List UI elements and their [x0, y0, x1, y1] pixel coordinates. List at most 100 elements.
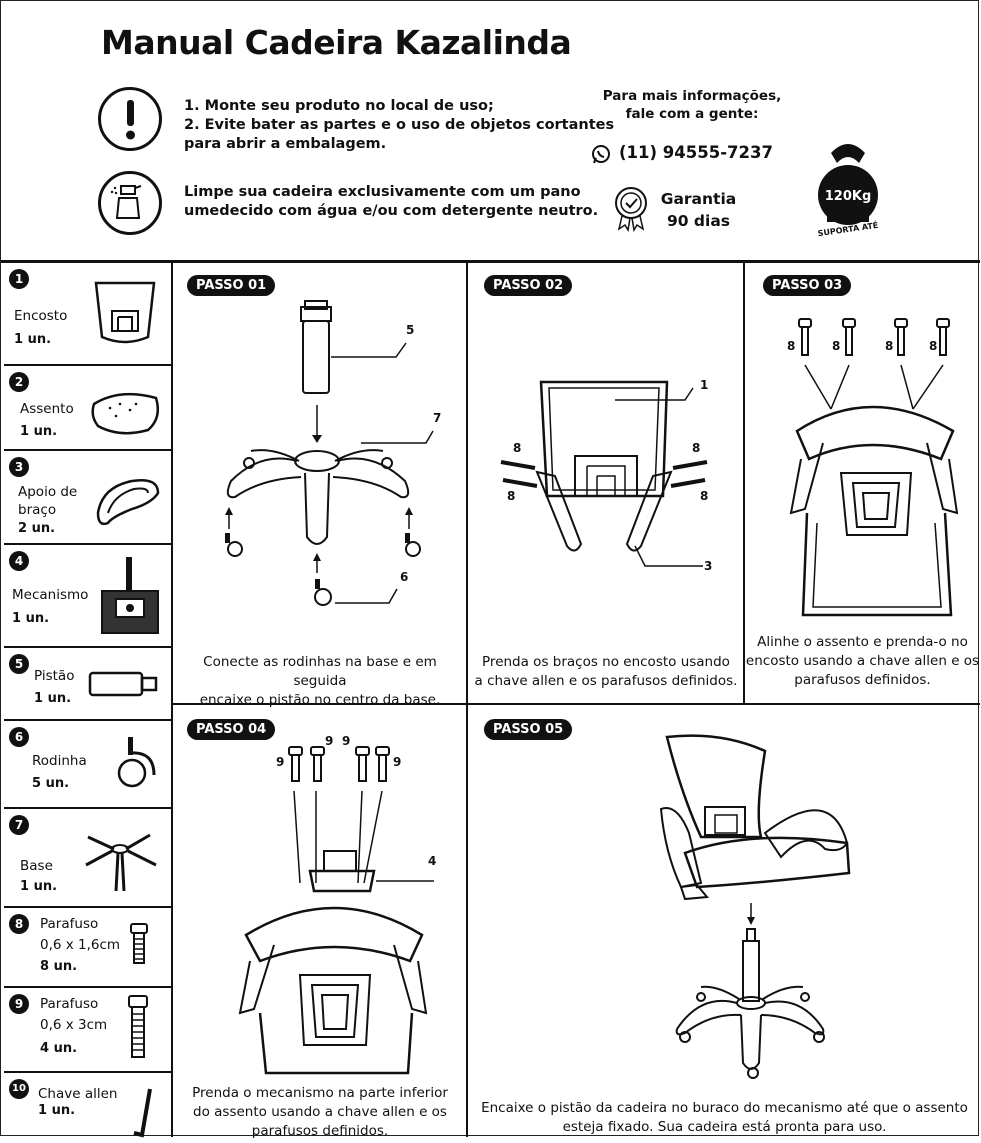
step-3-caption-line-2: encosto usando a chave allen e os: [745, 653, 980, 669]
part-item-9: 9 Parafuso 0,6 x 3cm 4 un.: [4, 988, 171, 1073]
step-3-label-screw-4: 8: [929, 339, 938, 353]
part-name: Parafuso: [40, 916, 99, 932]
phone-number[interactable]: (11) 94555-7237: [619, 143, 773, 162]
step-4-badge: PASSO 04: [187, 719, 276, 740]
whatsapp-icon: [592, 145, 610, 164]
armrest-icon: [96, 479, 160, 526]
step-3-caption-line-1: Alinhe o assento e prenda-o no: [757, 634, 968, 650]
part-name: Apoio de: [18, 484, 78, 500]
part-qty: 1 un.: [20, 424, 58, 439]
seat-icon: [91, 392, 159, 435]
part-qty: 1 un.: [38, 1103, 76, 1118]
part-name: Encosto: [14, 308, 68, 324]
step-3-caption: Alinhe o assento e prenda-o no encosto u…: [745, 633, 980, 690]
part-item-10: 10 Chave allen 1 un.: [4, 1073, 171, 1138]
page-title: Manual Cadeira Kazalinda: [101, 23, 572, 62]
part-number: 3: [9, 457, 29, 477]
step-1-caption: Conecte as rodinhas na base e em seguida…: [175, 653, 465, 710]
part-name-line-2: braço: [18, 502, 57, 518]
part-item-2: 2 Assento 1 un.: [4, 366, 171, 451]
step-3-caption-line-3: parafusos definidos.: [794, 672, 931, 688]
step-2-label-screw-1: 8: [513, 441, 522, 455]
step-2-label-armrest: 3: [704, 559, 713, 573]
part-item-7: 7 Base 1 un.: [4, 809, 171, 908]
step-5-caption: Encaixe o pistão da cadeira no buraco do…: [469, 1099, 980, 1137]
step-1-label-caster: 6: [400, 570, 409, 584]
step-4-label-screw-1: 9: [276, 755, 285, 769]
step-5-caption-line-2: esteja fixado. Sua cadeira está pronta p…: [562, 1119, 887, 1135]
cleaning-note: Limpe sua cadeira exclusivamente com um …: [184, 183, 598, 221]
part-name: Parafuso: [40, 996, 99, 1012]
cleaning-line-1: Limpe sua cadeira exclusivamente com um …: [184, 184, 581, 200]
backrest-icon: [94, 281, 156, 344]
weight-capacity: 120Kg: [824, 189, 872, 204]
step-2-caption-line-2: a chave allen e os parafusos definidos.: [474, 673, 738, 689]
step-3-label-screw-1: 8: [787, 339, 796, 353]
part-item-5: 5 Pistão 1 un.: [4, 648, 171, 721]
allen-key-icon: [133, 1088, 152, 1138]
caster-wheel-icon: [117, 737, 156, 788]
part-qty: 1 un.: [14, 332, 52, 347]
part-name: Mecanismo: [12, 587, 89, 603]
step-3-label-screw-2: 8: [832, 339, 841, 353]
header-divider: [1, 260, 980, 263]
step-4-label-screw-4: 9: [393, 755, 402, 769]
warranty-label: Garantia: [660, 190, 737, 208]
part-number: 5: [9, 654, 29, 674]
step-2-label-screw-3: 8: [692, 441, 701, 455]
step-3-label-screw-3: 8: [885, 339, 894, 353]
part-number: 10: [9, 1079, 29, 1099]
part-name: Pistão: [34, 668, 75, 684]
warning-list: 1. Monte seu produto no local de uso; 2.…: [184, 97, 614, 154]
step-4-label-screw-2: 9: [325, 734, 334, 748]
warning-item-1: 1. Monte seu produto no local de uso;: [184, 98, 494, 114]
step-5-caption-line-1: Encaixe o pistão da cadeira no buraco do…: [481, 1100, 968, 1116]
steps-col-divider-2: [743, 262, 745, 703]
part-qty: 8 un.: [40, 959, 78, 974]
step-5-badge: PASSO 05: [484, 719, 573, 740]
step-2-label-screw-2: 8: [507, 489, 516, 503]
step-2-caption-line-1: Prenda os braços no encosto usando: [482, 654, 730, 670]
cleaning-line-2: umedecido com água e/ou com detergente n…: [184, 203, 599, 219]
part-name: Base: [20, 858, 53, 874]
steps-col-divider-1: [466, 262, 468, 1137]
step-1-caption-line-1: Conecte as rodinhas na base e em seguida: [203, 654, 437, 689]
step-2-caption: Prenda os braços no encosto usando a cha…: [469, 653, 743, 691]
step-1-badge: PASSO 01: [187, 275, 276, 296]
step-4-caption-line-3: parafusos definidos.: [251, 1123, 389, 1139]
part-qty: 1 un.: [12, 611, 50, 626]
part-qty: 4 un.: [40, 1041, 78, 1056]
screw-short-icon: [130, 923, 148, 964]
part-number: 9: [9, 994, 29, 1014]
step-3-illustration: [789, 318, 959, 617]
step-2-label-backrest: 1: [700, 378, 709, 392]
part-qty: 1 un.: [34, 691, 72, 706]
part-name-line-2: 0,6 x 1,6cm: [40, 937, 121, 953]
kettlebell-icon: [818, 144, 878, 225]
part-number: 4: [9, 551, 29, 571]
step-1-label-base: 7: [433, 411, 442, 425]
part-item-3: 3 Apoio de braço 2 un.: [4, 451, 171, 545]
contact-line-2: fale com a gente:: [625, 106, 759, 122]
step-2-badge: PASSO 02: [484, 275, 573, 296]
warranty-info: Garantia 90 dias: [651, 188, 746, 232]
part-number: 7: [9, 815, 29, 835]
step-4-illustration: [238, 746, 434, 1075]
step-2-illustration: [500, 380, 708, 567]
step-4-caption-line-2: do assento usando a chave allen e os: [193, 1104, 447, 1120]
part-item-1: 1 Encosto 1 un.: [4, 263, 171, 366]
piston-icon: [88, 671, 158, 697]
step-4-label-mechanism: 4: [428, 854, 437, 868]
step-1-label-piston: 5: [406, 323, 415, 337]
parts-column-divider: [171, 262, 173, 1137]
part-item-6: 6 Rodinha 5 un.: [4, 721, 171, 809]
part-name: Assento: [20, 401, 74, 417]
part-name-line-2: 0,6 x 3cm: [40, 1017, 108, 1033]
mechanism-icon: [101, 557, 159, 634]
part-qty: 5 un.: [32, 776, 70, 791]
part-item-8: 8 Parafuso 0,6 x 1,6cm 8 un.: [4, 908, 171, 988]
part-qty: 1 un.: [20, 879, 58, 894]
contact-line-1: Para mais informações,: [602, 88, 782, 104]
step-2-label-screw-4: 8: [700, 489, 709, 503]
step-1-caption-line-2: encaixe o pistão no centro da base.: [199, 692, 441, 708]
